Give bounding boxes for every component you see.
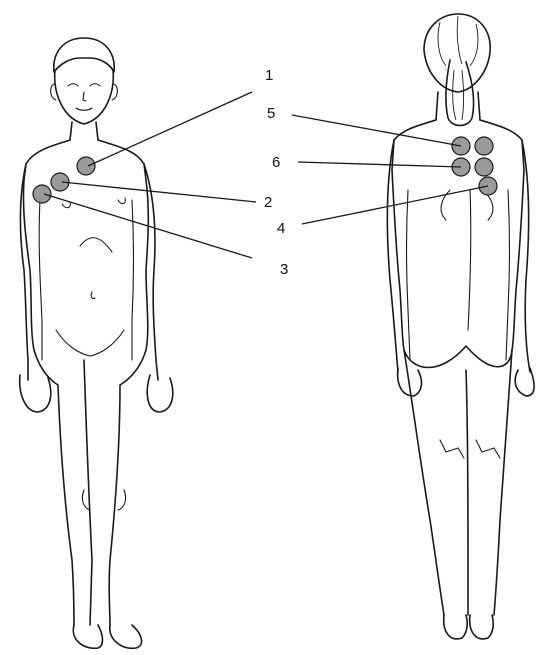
front-hand-right [147,375,173,412]
label-6: 6 [272,154,280,171]
label-4: 4 [277,220,285,237]
front-arm-left-inner [39,200,42,360]
label-2: 2 [264,194,272,211]
back-knee-right [476,440,500,458]
front-eye-left [68,84,78,86]
marker-3 [33,185,51,203]
front-ribline [80,238,112,252]
back-hand-right [515,368,534,396]
labels: 1 5 6 2 4 3 [264,67,288,278]
front-nose [83,92,86,101]
front-nipple-right [118,198,125,204]
back-spine [468,190,471,330]
front-foot-right [110,625,142,648]
front-eye-right [90,84,100,86]
front-figure [20,38,173,648]
back-arm-left-inner [407,190,411,360]
leader-lines [44,92,488,258]
front-head [55,70,114,124]
back-knee-left [440,440,464,458]
front-navel [91,292,95,299]
back-shoulder-blade-right [484,192,493,220]
back-buttocks [404,346,512,368]
back-ponytail [446,60,474,126]
front-hand-left [20,375,51,412]
label-3: 3 [280,261,288,278]
front-body [23,140,148,625]
leader-2 [62,182,256,202]
back-foot-right [470,615,494,639]
back-ponytail-strands [453,70,464,120]
label-5: 5 [267,105,275,122]
front-foot-left [73,625,102,648]
back-figure [387,14,534,639]
marker-5b [475,137,493,155]
back-arm-right-inner [506,190,510,360]
front-nipple-left [62,202,70,208]
back-foot-left [444,615,468,639]
front-arm-right-inner [132,200,134,360]
front-groin [56,330,124,356]
label-1: 1 [265,67,273,84]
front-mouth [76,108,92,110]
marker-1 [77,157,95,175]
front-knee-right [118,490,126,510]
marker-6b [475,158,493,176]
front-hair [54,38,114,72]
leader-6 [298,162,461,167]
back-hair-lines [438,16,478,66]
leader-1 [88,92,252,166]
